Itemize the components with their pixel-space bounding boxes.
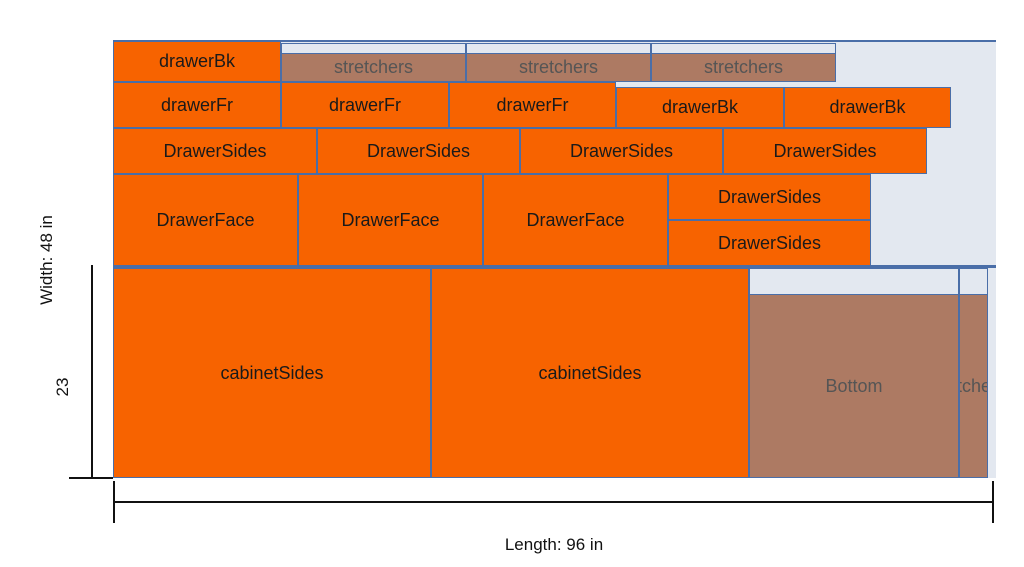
length-dimension-left-tick [113,481,115,523]
height-dimension-line [91,265,93,478]
height-value-label: 23 [53,377,72,397]
piece-drawersides[interactable]: DrawerSides [317,128,520,174]
empty-strip [959,268,988,295]
piece-drawerbk[interactable]: drawerBk [113,41,281,82]
piece-drawerface[interactable]: DrawerFace [298,174,483,266]
width-axis-label: Width: 48 in [37,215,56,305]
piece-cabinetsides[interactable]: cabinetSides [431,268,749,478]
piece-drawerface[interactable]: DrawerFace [483,174,668,266]
piece-drawerface[interactable]: DrawerFace [113,174,298,266]
empty-strip [988,268,996,478]
piece-drawerfr[interactable]: drawerFr [281,82,449,128]
piece-drawerbk[interactable]: drawerBk [616,87,784,128]
piece-drawersides[interactable]: DrawerSides [520,128,723,174]
length-dimension-right-tick [992,481,994,523]
length-dimension-line [114,501,994,503]
piece-stretchers[interactable]: stretchers [281,53,466,82]
piece-drawersides[interactable]: DrawerSides [668,174,871,220]
piece-bottom[interactable]: Bottom [749,294,959,478]
piece-drawersides[interactable]: DrawerSides [668,220,871,266]
piece-drawerfr[interactable]: drawerFr [449,82,616,128]
piece-drawerfr[interactable]: drawerFr [113,82,281,128]
height-dimension-base [69,477,113,479]
piece-stretchers[interactable]: stretchers [466,53,651,82]
piece-drawersides[interactable]: DrawerSides [113,128,317,174]
piece-cabinetsides[interactable]: cabinetSides [113,268,431,478]
empty-strip [749,268,959,295]
length-axis-label: Length: 96 in [504,535,604,554]
piece-drawersides[interactable]: DrawerSides [723,128,927,174]
sheet-divider [113,265,996,268]
piece-drawerbk[interactable]: drawerBk [784,87,951,128]
piece-stretchers-clipped[interactable]: stretchers [959,294,988,478]
upper-sheet-top-edge [113,40,996,42]
piece-stretchers[interactable]: stretchers [651,53,836,82]
